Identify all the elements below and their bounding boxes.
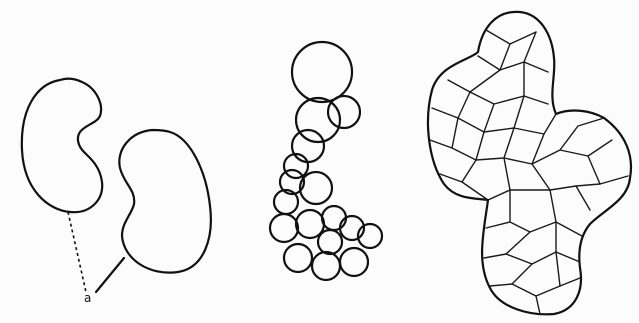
chain-cell	[270, 214, 298, 242]
chain-cell	[312, 252, 340, 280]
kidney-cell-right	[119, 130, 211, 273]
label-a: a	[84, 291, 91, 305]
leader-line-right	[96, 258, 124, 292]
multicellular-mass	[428, 12, 631, 314]
leader-line-left	[68, 212, 86, 292]
chain-cell	[322, 206, 346, 230]
chain-cell	[300, 172, 332, 204]
chain-cell	[340, 248, 368, 276]
chain-cell	[296, 98, 340, 142]
kidney-cell-pair: a	[22, 79, 211, 305]
chain-cell	[292, 42, 352, 102]
chain-cell	[292, 130, 324, 162]
chain-cell	[328, 96, 360, 128]
kidney-cell-left	[22, 79, 102, 213]
cell-chain	[270, 42, 382, 280]
chain-cell	[318, 230, 342, 254]
inner-cell-walls	[430, 30, 628, 314]
chain-cell	[284, 244, 312, 272]
